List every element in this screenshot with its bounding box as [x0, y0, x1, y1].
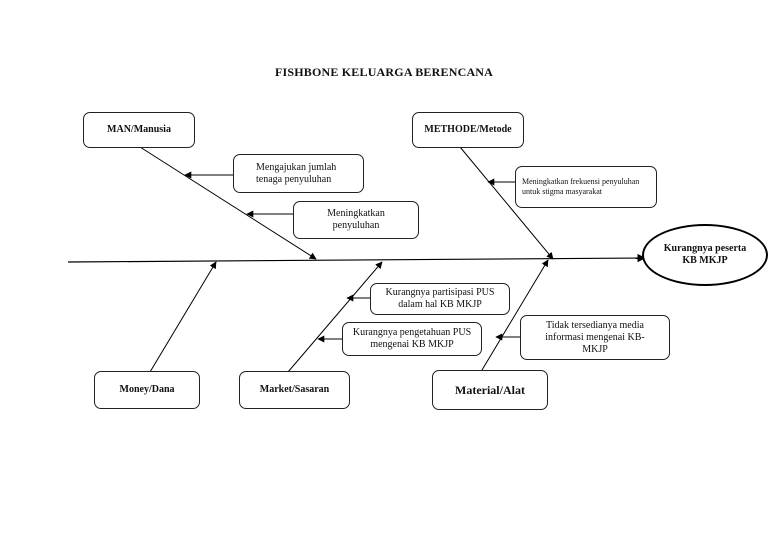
- bone-material: [481, 259, 549, 371]
- bone-market: [287, 261, 383, 373]
- cause-material-1: Tidak tersedianya media informasi mengen…: [520, 315, 670, 360]
- category-market: Market/Sasaran: [239, 371, 350, 409]
- effect-ellipse: Kurangnya peserta KB MKJP: [642, 224, 768, 286]
- bone-man: [139, 146, 317, 260]
- cause-metode-1: Meningkatkan frekuensi penyuluhan untuk …: [515, 166, 657, 208]
- category-metode: METHODE/Metode: [412, 112, 524, 148]
- category-man: MAN/Manusia: [83, 112, 195, 148]
- cause-man-1: Mengajukan jumlah tenaga penyuluhan: [233, 154, 364, 193]
- spine-line: [67, 253, 646, 263]
- bone-metode: [459, 146, 554, 260]
- cause-market-1: Kurangnya partisipasi PUS dalam hal KB M…: [370, 283, 510, 315]
- category-money: Money/Dana: [94, 371, 200, 409]
- bone-money: [149, 261, 217, 373]
- cause-market-2: Kurangnya pengetahuan PUS mengenai KB MK…: [342, 322, 482, 356]
- cause-man-2: Meningkatkan penyuluhan: [293, 201, 419, 239]
- diagram-title: FISHBONE KELUARGA BERENCANA: [274, 65, 494, 79]
- category-material: Material/Alat: [432, 370, 548, 410]
